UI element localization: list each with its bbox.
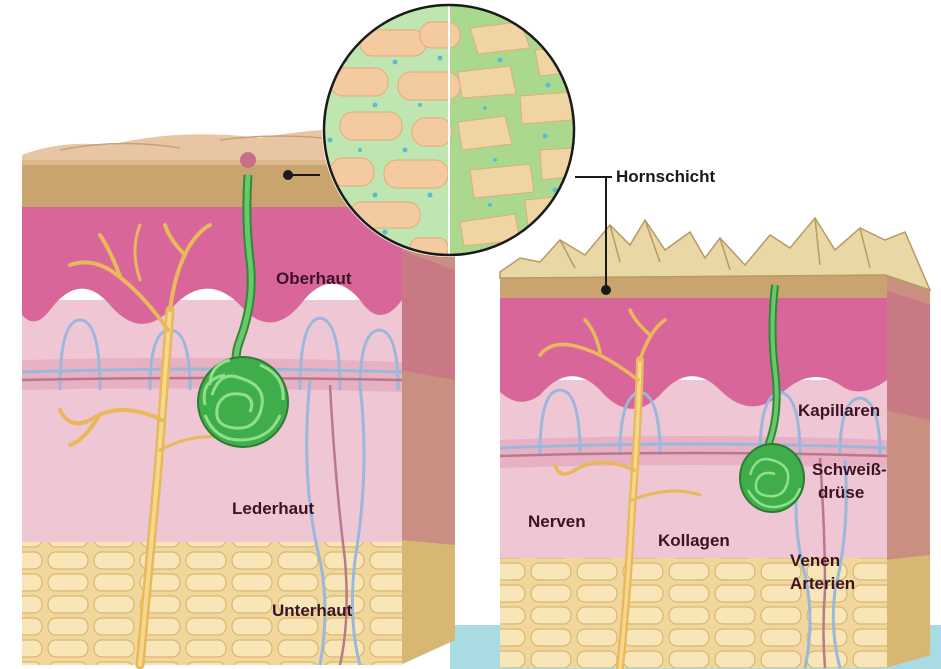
label-arterien: Arterien: [790, 573, 855, 594]
label-kapillaren: Kapillaren: [798, 400, 880, 421]
right-skin-block: [500, 218, 930, 668]
label-nerven: Nerven: [528, 511, 586, 532]
leader-dot-right: [601, 285, 611, 295]
leader-dot-left: [283, 170, 293, 180]
label-schweissdruese-1: Schweiß-: [812, 459, 887, 480]
label-hornschicht: Hornschicht: [616, 166, 715, 187]
label-venen: Venen: [790, 550, 840, 571]
label-lederhaut: Lederhaut: [232, 498, 314, 519]
left-sweat-pore: [240, 152, 256, 168]
label-kollagen: Kollagen: [658, 530, 730, 551]
right-subcutis: [500, 555, 887, 668]
label-unterhaut: Unterhaut: [272, 600, 352, 621]
label-oberhaut: Oberhaut: [276, 268, 352, 289]
label-schweissdruese-2: drüse: [818, 482, 864, 503]
